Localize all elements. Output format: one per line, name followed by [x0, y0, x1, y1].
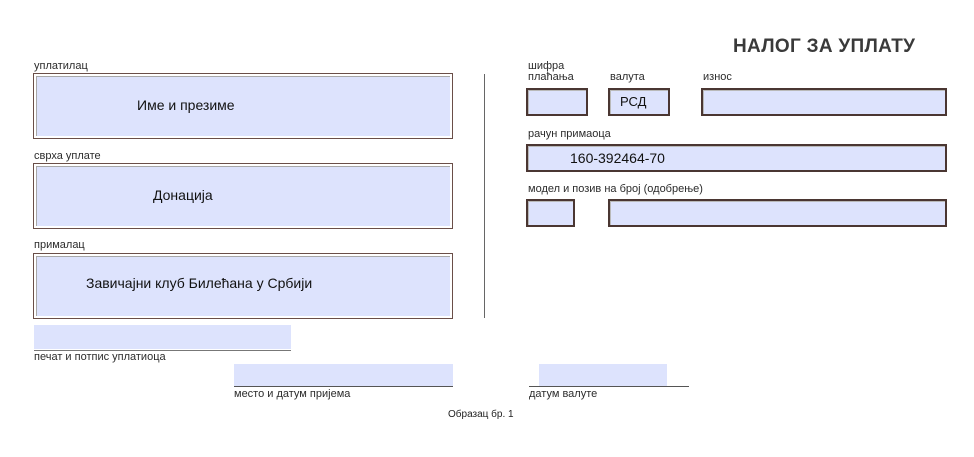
- payment-code-field[interactable]: [526, 88, 588, 116]
- signature-label: печат и потпис уплатиоца: [34, 351, 166, 363]
- value-date-field[interactable]: [539, 364, 667, 386]
- place-date-label: место и датум пријема: [234, 388, 351, 400]
- place-date-field[interactable]: [234, 364, 453, 386]
- payment-code-label-line1: шифра: [528, 60, 565, 72]
- purpose-field[interactable]: Донација: [33, 163, 453, 229]
- amount-label: износ: [703, 71, 732, 83]
- value-date-label: датум валуте: [529, 388, 598, 400]
- payer-field[interactable]: Име и презиме: [33, 73, 453, 139]
- payment-code-label-line2: плаћања: [528, 71, 574, 83]
- value-date-line: [529, 386, 689, 387]
- model-label: модел и позив на број (одобрење): [528, 183, 703, 195]
- recipient-field[interactable]: Завичајни клуб Билећана у Србији: [33, 253, 453, 319]
- model-field[interactable]: [526, 199, 575, 227]
- reference-number-field[interactable]: [608, 199, 947, 227]
- account-value: 160-392464-70: [570, 150, 665, 166]
- payer-value: Име и презиме: [137, 97, 235, 113]
- recipient-label: прималац: [34, 239, 85, 251]
- currency-value: РСД: [620, 94, 647, 109]
- recipient-value: Завичајни клуб Билећана у Србији: [86, 275, 313, 291]
- currency-field[interactable]: РСД: [608, 88, 670, 116]
- form-title: НАЛОГ ЗА УПЛАТУ: [733, 36, 916, 57]
- place-date-line: [234, 386, 453, 387]
- form-number: Образац бр. 1: [448, 409, 514, 420]
- account-field[interactable]: 160-392464-70: [526, 144, 947, 172]
- amount-field[interactable]: [701, 88, 947, 116]
- signature-line: [34, 350, 291, 351]
- signature-field[interactable]: [34, 325, 291, 349]
- account-label: рачун примаоца: [528, 128, 611, 140]
- currency-label: валута: [610, 71, 645, 83]
- purpose-label: сврха уплате: [34, 150, 101, 162]
- purpose-value: Донација: [153, 187, 213, 203]
- payer-label: уплатилац: [34, 60, 88, 72]
- column-divider: [484, 74, 485, 318]
